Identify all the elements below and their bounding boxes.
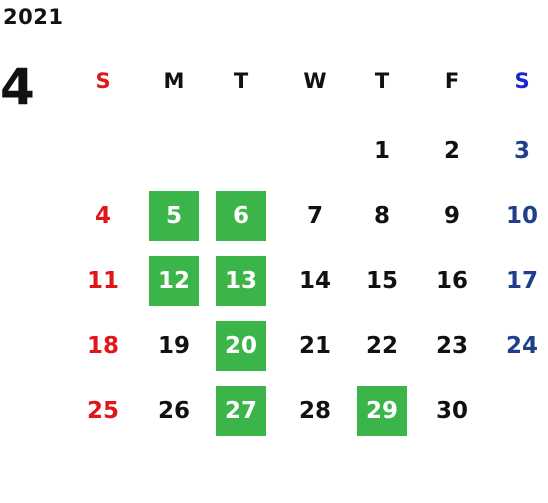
day-cell-2[interactable]: 2 (443, 138, 460, 164)
day-cell-23[interactable]: 23 (435, 333, 468, 359)
day-cell-3[interactable]: 3 (513, 138, 530, 164)
day-cell-24[interactable]: 24 (505, 333, 538, 359)
day-cell-18[interactable]: 18 (86, 333, 119, 359)
day-cell-17[interactable]: 17 (505, 268, 538, 294)
day-cell-1[interactable]: 1 (373, 138, 390, 164)
day-cell-10[interactable]: 10 (505, 203, 538, 229)
day-cell-29[interactable]: 29 (357, 386, 407, 436)
day-cell-15[interactable]: 15 (365, 268, 398, 294)
day-cell-12[interactable]: 12 (149, 256, 199, 306)
weekday-header-thursday: T (374, 69, 390, 93)
day-cell-20[interactable]: 20 (216, 321, 266, 371)
day-cell-30[interactable]: 30 (435, 398, 468, 424)
day-cell-4[interactable]: 4 (94, 203, 111, 229)
day-cell-9[interactable]: 9 (443, 203, 460, 229)
day-cell-26[interactable]: 26 (157, 398, 190, 424)
day-cell-21[interactable]: 21 (298, 333, 331, 359)
weekday-header-friday: F (444, 69, 460, 93)
weekday-header-saturday: S (514, 69, 530, 93)
day-cell-8[interactable]: 8 (373, 203, 390, 229)
day-cell-5[interactable]: 5 (149, 191, 199, 241)
day-cell-11[interactable]: 11 (86, 268, 119, 294)
day-cell-19[interactable]: 19 (157, 333, 190, 359)
weekday-header-wednesday: W (303, 69, 327, 93)
day-cell-16[interactable]: 16 (435, 268, 468, 294)
weekday-header-tuesday: T (233, 69, 249, 93)
year-label: 2021 (3, 5, 64, 29)
weekday-header-monday: M (163, 69, 185, 93)
day-cell-28[interactable]: 28 (298, 398, 331, 424)
day-cell-6[interactable]: 6 (216, 191, 266, 241)
day-cell-22[interactable]: 22 (365, 333, 398, 359)
weekday-header-sunday: S (95, 69, 111, 93)
day-cell-13[interactable]: 13 (216, 256, 266, 306)
day-cell-7[interactable]: 7 (306, 203, 323, 229)
day-cell-25[interactable]: 25 (86, 398, 119, 424)
day-cell-14[interactable]: 14 (298, 268, 331, 294)
month-number: 4 (0, 58, 35, 116)
day-cell-27[interactable]: 27 (216, 386, 266, 436)
